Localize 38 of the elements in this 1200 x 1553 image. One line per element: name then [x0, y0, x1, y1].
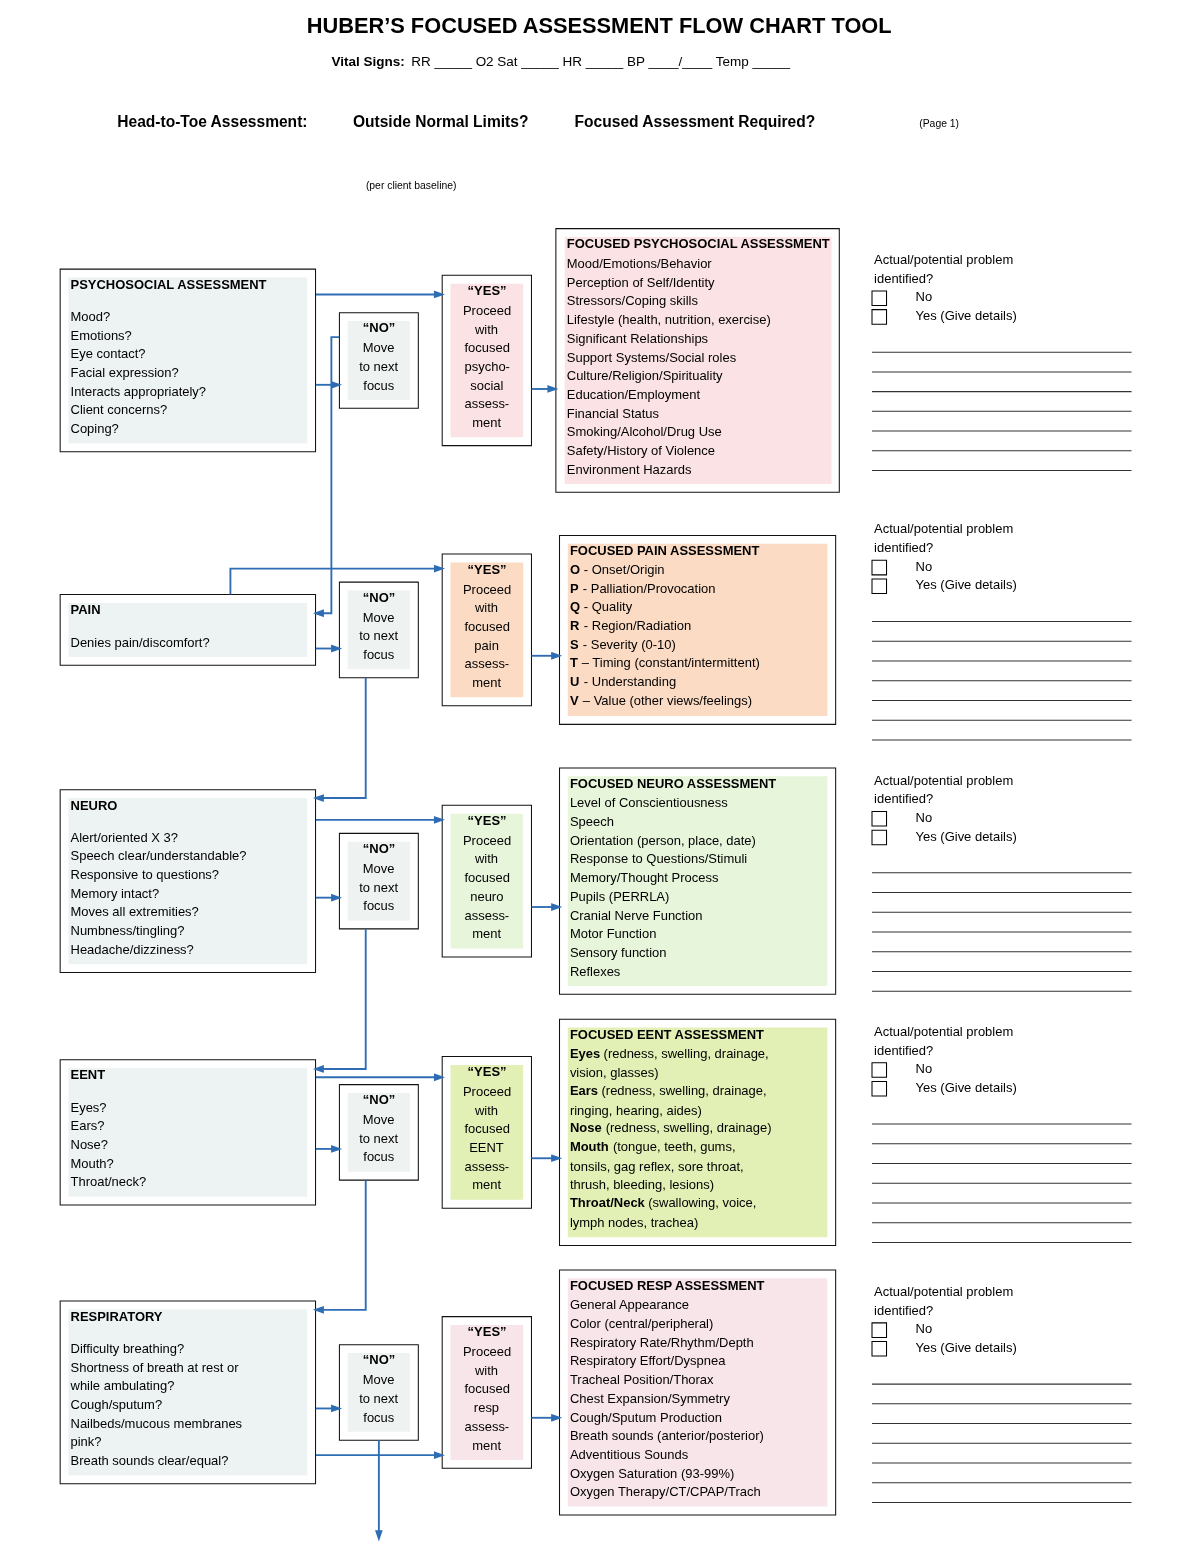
label: Outside Normal Limits?: [352, 113, 529, 131]
label: Yes (Give details): [915, 308, 1017, 323]
arrow: [530, 651, 563, 660]
label: Actual/potential problem identified?: [874, 1283, 1014, 1318]
label: Yes (Give details): [915, 577, 1017, 593]
arrow: [314, 893, 343, 902]
arrow: [530, 1154, 563, 1163]
label: Yes (Give details): [915, 828, 1017, 844]
label: Yes (Give details): [915, 1339, 1017, 1355]
label: Actual/potential problem identified?: [874, 772, 1014, 807]
arrow: [312, 928, 367, 1073]
label: No: [915, 1321, 933, 1337]
arrow: [315, 290, 445, 299]
label: Actual/potential problem identified?: [874, 521, 1014, 556]
label: Head-to-Toe Assessment:: [117, 113, 308, 131]
arrow: [315, 1451, 445, 1460]
label: (Page 1): [919, 118, 960, 130]
label: No: [915, 809, 933, 825]
arrow: [375, 1439, 383, 1542]
arrow: [530, 1413, 563, 1422]
arrow: [530, 385, 559, 393]
arrow: [314, 1145, 343, 1153]
label: Actual/potential problem identified?: [874, 251, 1014, 286]
label: Focused Assessment Required?: [574, 113, 816, 131]
label: No: [915, 1061, 933, 1077]
arrow: [312, 1179, 367, 1314]
diagram-title: HUBER’S FOCUSED ASSESSMENT FLOW CHART TOOL: [306, 13, 892, 39]
label: (per client baseline): [365, 179, 457, 191]
label: Actual/potential problem identified?: [874, 1023, 1014, 1058]
label: No: [915, 558, 933, 574]
label: Vital Signs: RR _____ O2 Sat _____ HR _____ BP ____/____ Temp _____: [331, 54, 791, 70]
arrow: [229, 564, 445, 596]
label: Yes (Give details): [915, 1079, 1017, 1095]
arrow: [530, 903, 563, 911]
arrow: [315, 1073, 445, 1082]
arrow: [312, 677, 367, 802]
arrow: [315, 815, 445, 824]
label: No: [915, 289, 933, 305]
